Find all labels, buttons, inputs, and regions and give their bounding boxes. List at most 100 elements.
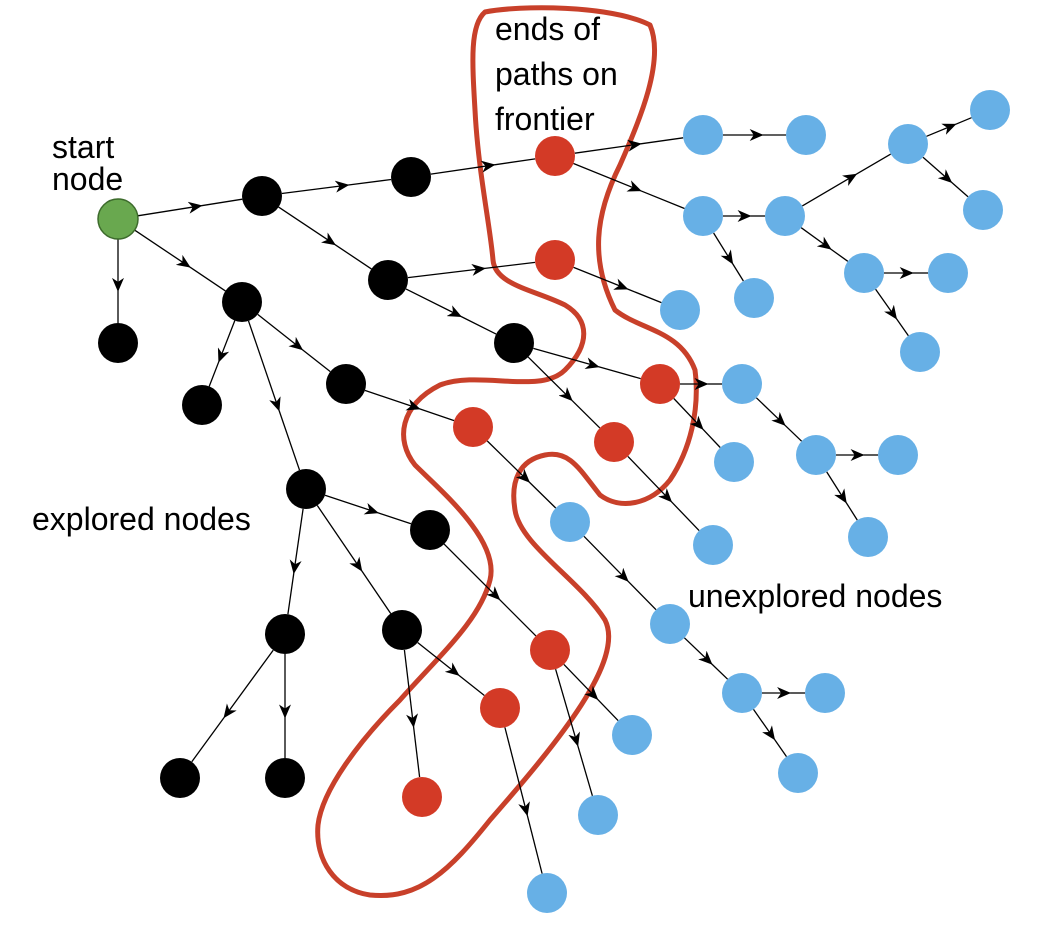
unexplored-node [888, 124, 928, 164]
unexplored-node [878, 435, 918, 475]
edge-arrow [563, 663, 599, 701]
edge-arrow [289, 508, 304, 575]
frontier-label-line1: ends of [495, 11, 600, 47]
edge-line [670, 501, 700, 532]
edge-arrow [875, 288, 898, 320]
edge-line [499, 599, 537, 637]
edge-arrow [573, 266, 629, 290]
unexplored-node [578, 795, 618, 835]
unexplored-node [928, 253, 968, 293]
edge-line [577, 745, 594, 796]
explored-node [265, 614, 305, 654]
edge-line [732, 263, 744, 282]
edge-arrow [137, 201, 203, 217]
edge-arrow [801, 173, 858, 207]
frontier-node [594, 422, 634, 462]
frontier-label-line3: frontier [495, 101, 595, 137]
edge-arrow [752, 709, 776, 741]
edge-line [484, 261, 536, 270]
edge-arrow [403, 649, 419, 728]
edge-arrow [407, 263, 486, 279]
edge-arrow [573, 162, 642, 192]
edge-arrow [627, 455, 673, 503]
unexplored-node [734, 278, 774, 318]
edge-arrow [800, 227, 832, 250]
edge-line [361, 570, 392, 614]
edge-line [855, 153, 892, 175]
frontier-node [535, 240, 575, 280]
frontier-label-line2: paths on [495, 56, 618, 92]
edge-arrow [922, 156, 953, 183]
explored-node [160, 758, 200, 798]
unexplored-node [650, 604, 690, 644]
frontier-node [640, 364, 680, 404]
unexplored-node [844, 253, 884, 293]
unexplored-node [722, 673, 762, 713]
edge-arrow [554, 669, 580, 747]
edge-line [494, 158, 536, 166]
unexplored-node [550, 502, 590, 542]
edge-arrow [430, 160, 496, 175]
edge-arrow [364, 389, 421, 411]
edge-arrow [443, 543, 501, 601]
edge-line [784, 424, 803, 442]
edge-arrow [826, 471, 847, 504]
unexplored-node [527, 873, 567, 913]
edge-arrow [278, 206, 336, 246]
explored-node [286, 469, 326, 509]
unexplored-node [683, 115, 723, 155]
edge-line [189, 266, 226, 292]
edge-line [191, 717, 225, 763]
unexplored-nodes-label: unexplored nodes [688, 578, 942, 614]
unexplored-node [778, 753, 818, 793]
edge-line [773, 739, 788, 757]
unexplored-node [848, 517, 888, 557]
edge-line [571, 399, 601, 429]
explored-node [98, 323, 138, 363]
unexplored-node [963, 190, 1003, 230]
unexplored-node [612, 715, 652, 755]
frontier-outline [315, 5, 699, 899]
unexplored-node [693, 525, 733, 565]
explored-node [368, 260, 408, 300]
edge-line [460, 315, 497, 335]
edge-line [287, 573, 295, 615]
edge-line [458, 674, 485, 697]
edge-arrow [324, 494, 379, 515]
edge-line [348, 178, 392, 186]
edge-line [640, 190, 685, 210]
edge-arrow [217, 320, 236, 363]
edge-arrow [683, 637, 713, 665]
explored-node [242, 176, 282, 216]
unexplored-node [786, 115, 826, 155]
edge-line [640, 137, 684, 145]
edge-arrow [504, 727, 530, 817]
explored-node [326, 364, 366, 404]
unexplored-node [722, 364, 762, 404]
edge-arrow [247, 320, 281, 412]
edge-arrow [281, 180, 350, 195]
edge-line [711, 663, 729, 680]
edge-line [597, 698, 619, 722]
edge-line [301, 349, 331, 373]
explored-node [265, 758, 305, 798]
unexplored-node [796, 435, 836, 475]
unexplored-node [714, 442, 754, 482]
unexplored-node [765, 196, 805, 236]
explored-node [382, 610, 422, 650]
edge-arrow [533, 347, 600, 370]
edge-arrow [574, 139, 642, 154]
edge-arrow [223, 649, 274, 719]
edge-line [201, 198, 243, 207]
explored-nodes-label: explored nodes [32, 501, 251, 537]
edge-arrow [755, 397, 786, 426]
frontier-node [535, 136, 575, 176]
explored-node [494, 323, 534, 363]
frontier-node [453, 407, 493, 447]
frontier-node [402, 777, 442, 817]
frontier-node [480, 688, 520, 728]
unexplored-node [970, 90, 1010, 130]
edge-arrow [486, 440, 531, 483]
edge-line [526, 815, 543, 874]
